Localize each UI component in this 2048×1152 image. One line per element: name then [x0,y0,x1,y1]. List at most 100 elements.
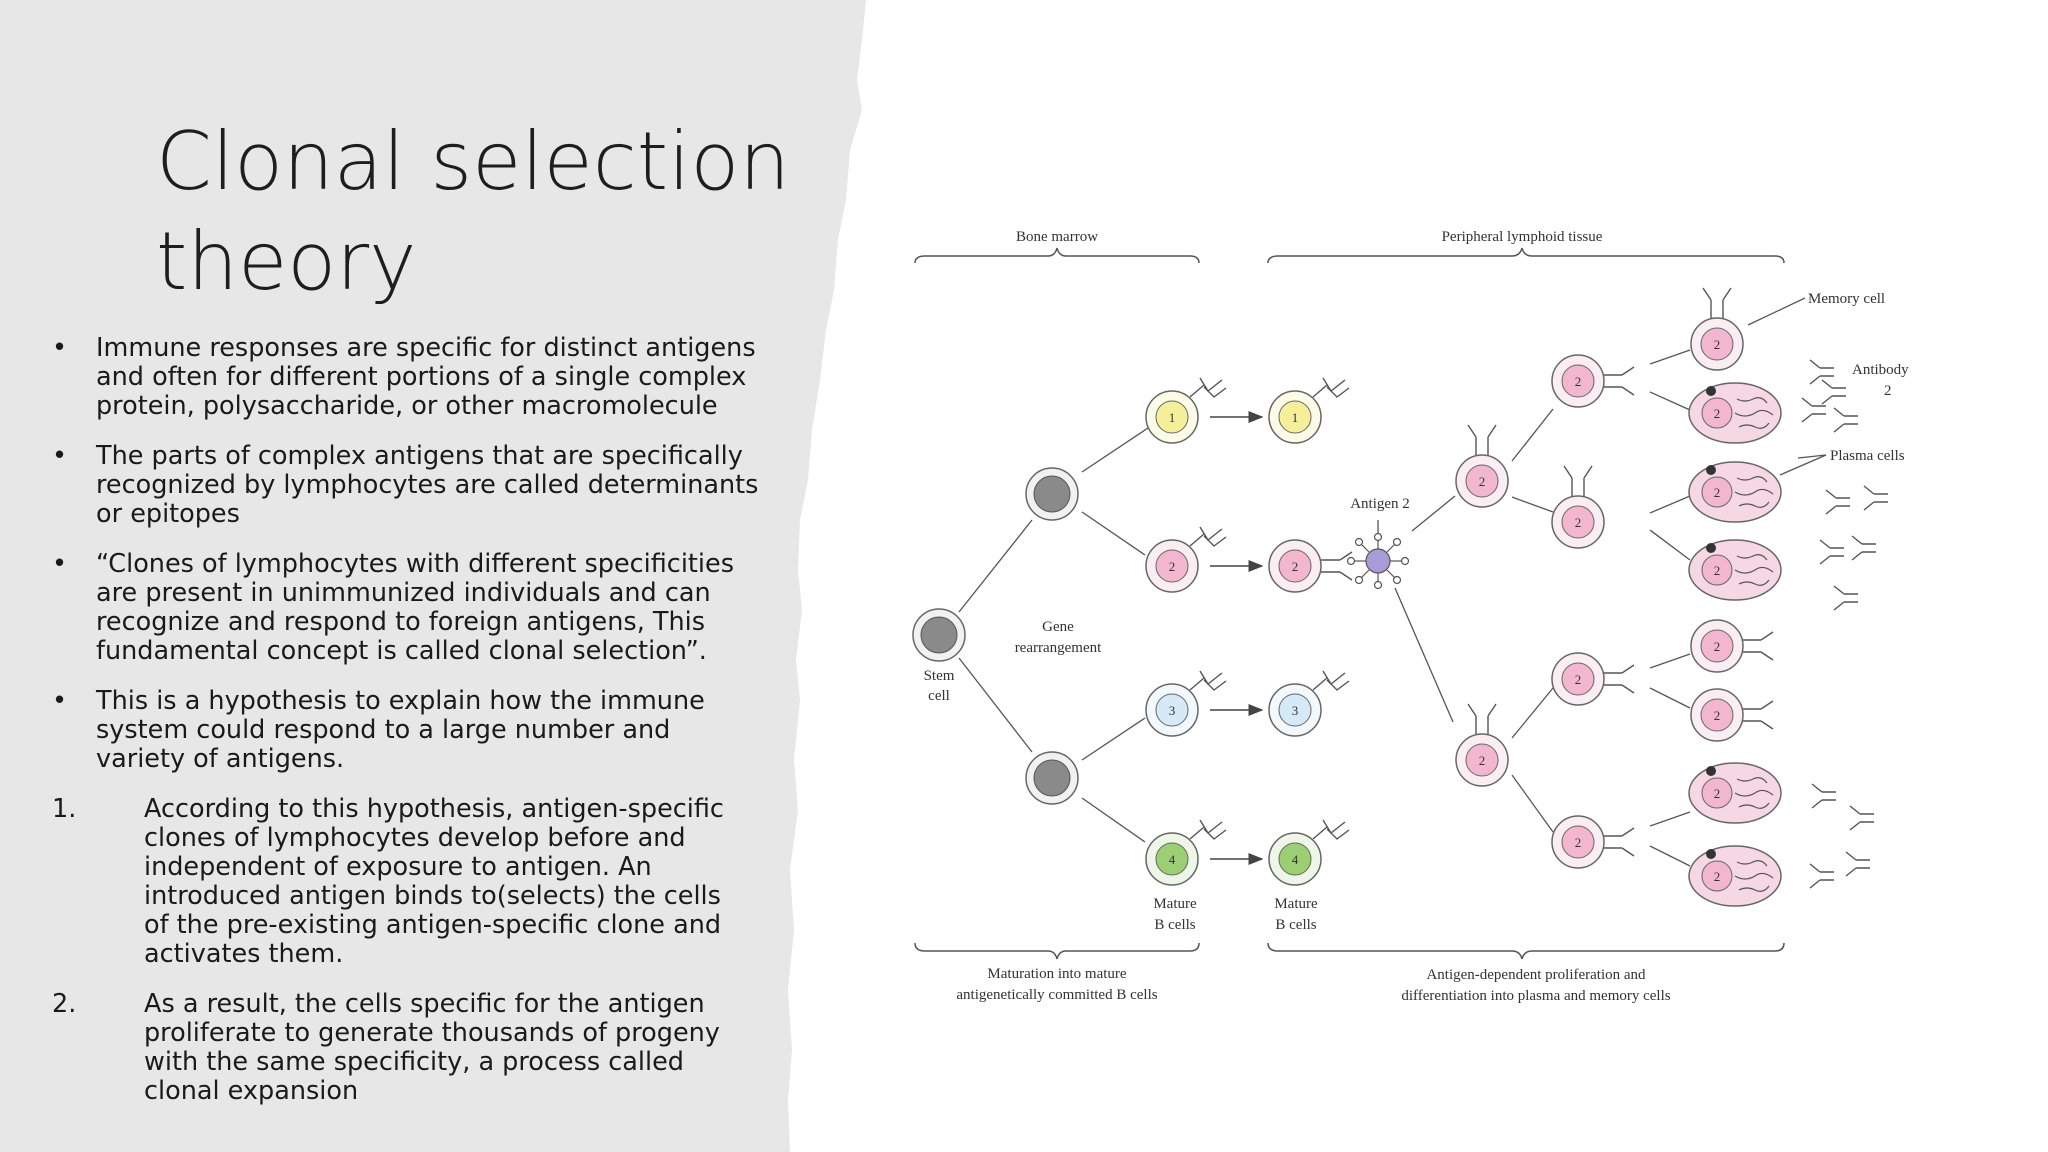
text-line: or epitopes [96,499,240,529]
text-line: The parts of complex antigens that are s… [96,441,743,471]
clone-number: 2 [1575,374,1582,389]
text-line: “Clones of lymphocytes with different sp… [96,549,734,579]
clone-number: 3 [1292,703,1299,718]
text-line: protein, polysaccharide, or other macrom… [96,391,718,421]
antibody-icon [1849,805,1874,831]
clone-number: 3 [1169,703,1176,718]
antigen-2-label: Antigen 2 [1350,496,1410,512]
clone-number: 2 [1714,786,1721,801]
text-line: recognize and respond to foreign antigen… [96,607,706,637]
text-line: variety of antigens. [96,744,345,774]
peripheral-b-cell-3: 3 [1268,670,1350,737]
mature-b-cells-label-4: B cells [1275,917,1316,933]
bullet-item: • Immune responses are specific for disti… [52,333,756,421]
peripheral-lymphoid-label: Peripheral lymphoid tissue [1442,229,1603,245]
maturation-brace [914,942,1200,960]
text-line: with the same specificity, a process cal… [144,1047,684,1077]
text-line: This is a hypothesis to explain how the … [96,686,705,716]
clone-number: 2 [1714,869,1721,884]
antibody-icon [1821,379,1846,405]
proliferating-b-cell: 2 [1551,354,1635,408]
plasma-cell: 2 [1688,461,1782,523]
numbered-item: 2. As a result, the cells specific for th… [52,990,742,1106]
activated-b-cell: 2 [1455,703,1509,787]
paragraph-text: Immune responses are specific for distin… [96,333,756,421]
paragraph-text: The parts of complex antigens that are s… [96,441,759,529]
antibody-2-number: 2 [1884,383,1892,399]
plasma-cell: 2 [1688,845,1782,907]
bullet-marker: • [52,333,68,363]
lineage-lines [958,297,1827,867]
proliferating-b-cell: 2 [1551,815,1635,869]
text-line: system could respond to a large number a… [96,715,671,745]
memory-b-cell: 2 [1690,619,1774,673]
clone-number: 2 [1479,753,1486,768]
b-cell-clone-4: 4 [1145,819,1227,886]
clone-number: 2 [1714,337,1721,352]
antibody-icon [1863,485,1888,511]
torn-paper-panel [0,0,866,1152]
text-line: recognized by lymphocytes are called det… [96,470,759,500]
memory-b-cell: 2 [1690,287,1744,371]
text-line: Immune responses are specific for distin… [96,333,756,363]
stem-cell-label-1: Stem [924,668,955,684]
antibody-icon [1825,489,1850,515]
clone-number: 2 [1714,639,1721,654]
b-cell-clone-1: 1 [1145,377,1227,444]
antibody-icon [1833,407,1858,433]
antigen-2 [1346,532,1410,590]
memory-cell-label: Memory cell [1808,291,1885,307]
text-line: proliferate to generate thousands of pro… [144,1018,720,1048]
clone-number: 2 [1575,672,1582,687]
bullet-item: • This is a hypothesis to explain how the… [52,687,742,774]
memory-b-cell: 2 [1690,688,1774,742]
antibody-icon [1851,535,1876,561]
bullet-marker: • [52,441,68,471]
free-antibodies [1801,359,1888,889]
plasma-cell: 2 [1688,382,1782,444]
clone-number: 2 [1479,474,1486,489]
list-number: 1. [52,794,77,824]
bullet-marker: • [52,686,68,716]
paragraph-text: According to this hypothesis, antigen-sp… [144,795,742,969]
clone-number: 2 [1575,835,1582,850]
clone-number: 2 [1714,406,1721,421]
antibody-icon [1801,397,1826,423]
antibody-icon [1845,851,1870,877]
numbered-item: 1. According to this hypothesis, antigen-… [52,795,742,969]
text-line: fundamental concept is called clonal sel… [96,636,707,666]
text-line: introduced antigen binds to(selects) the… [144,881,721,911]
paragraph-text: This is a hypothesis to explain how the … [96,687,742,774]
bone-marrow-label: Bone marrow [1016,229,1098,245]
antigen-dependent-label-2: differentiation into plasma and memory c… [1401,988,1670,1004]
antibody-icon [1833,585,1858,611]
clone-number: 2 [1575,515,1582,530]
clone-number: 2 [1714,708,1721,723]
clone-number: 2 [1714,563,1721,578]
antigen-dependent-brace [1267,942,1785,960]
plasma-cell: 2 [1688,539,1782,601]
list-number: 2. [52,989,77,1019]
progenitor-cell [1025,751,1079,805]
maturation-label-1: Maturation into mature [987,966,1126,982]
terminal-cells: 2 2 2 2 2 2 2 2 [1688,287,1782,907]
text-line: As a result, the cells specific for the … [144,989,705,1019]
proliferating-b-cell: 2 [1551,652,1635,706]
peripheral-b-cell-2: 2 [1268,539,1353,593]
text-line: activates them. [144,939,344,969]
plasma-cells-label: Plasma cells [1830,448,1905,464]
stem-cell-label-2: cell [928,688,950,704]
maturation-label-2: antigenetically committed B cells [956,987,1157,1003]
mature-b-cells-label-3: Mature [1274,896,1318,912]
slide-title-line: theory [156,215,417,308]
peripheral-b-cell-4: 4 [1268,819,1350,886]
mature-b-cells-label-1: Mature [1153,896,1197,912]
torn-paper-shape [0,0,866,1152]
clonal-selection-diagram: Bone marrow Peripheral lymphoid tissue [912,229,1909,1004]
gene-rearrangement-label-2: rearrangement [1015,640,1102,656]
bullet-item: • The parts of complex antigens that are … [52,441,759,529]
clone-number: 1 [1169,410,1176,425]
peripheral-b-cell-1: 1 [1268,377,1350,444]
antibody-icon [1819,539,1844,565]
activated-b-cells: 2 2 2 2 2 2 [1455,354,1635,869]
